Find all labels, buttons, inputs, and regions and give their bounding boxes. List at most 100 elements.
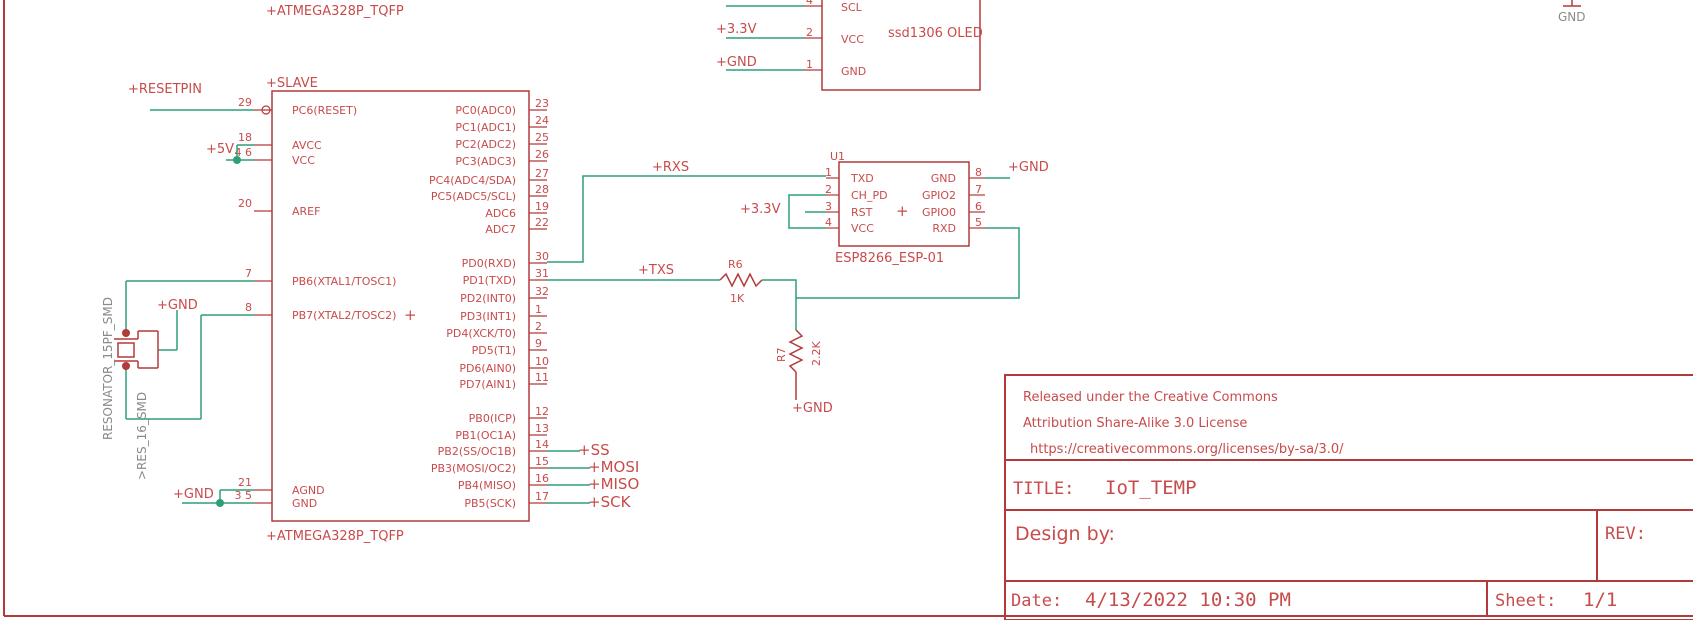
atmega-right-pin-label: PC5(ADC5/SCL) (431, 190, 516, 203)
atmega328p-symbol[interactable]: +ATMEGA328P_TQFP +SLAVE 29PC6(RESET)18AV… (235, 4, 550, 544)
atmega-right-pin-number: 28 (535, 183, 549, 196)
atmega-right-pin-number: 13 (535, 422, 549, 435)
atmega-left-pin-number: 20 (238, 197, 252, 210)
esp-left-pin-number: 2 (825, 183, 832, 196)
net-r7-gnd-label: +GND (792, 401, 833, 416)
oled-name: ssd1306 OLED (888, 26, 983, 41)
atmega-right-pin-number: 26 (535, 148, 549, 161)
atmega-left-pin-label: GND (292, 497, 317, 510)
atmega-right-pin-number: 17 (535, 490, 549, 503)
esp-origin-cross: + (896, 202, 909, 220)
wire-txs-to-esp-rxd[interactable] (762, 227, 1020, 299)
r7-ref: R7 (775, 347, 788, 362)
oled-body (821, 0, 981, 91)
esp-left-pin-label: RST (851, 206, 873, 219)
atmega-left-pin[interactable]: 4 6 VCC (235, 146, 316, 167)
atmega-left-pin-number: 4 6 (235, 146, 253, 159)
net-resetpin-label: +RESETPIN (128, 82, 202, 97)
resistor-r7[interactable]: R7 2.2K (775, 329, 823, 400)
resistor-r6[interactable]: R6 1K (719, 258, 763, 305)
wire-rxs[interactable] (547, 175, 826, 263)
oled-pin-label: GND (841, 65, 866, 78)
date-value: 4/13/2022 10:30 PM (1085, 589, 1291, 611)
atmega-left-pin-label: PC6(RESET) (292, 104, 357, 117)
atmega-right-pin-label: PC4(ADC4/SDA) (429, 174, 516, 187)
oled-pin-number: 2 (806, 26, 813, 39)
atmega-right-pin-number: 14 (535, 438, 549, 451)
atmega-left-pin-number: 29 (238, 96, 252, 109)
atmega-right-pin-number: 31 (535, 267, 549, 280)
net-rxs-label: +RXS (652, 160, 689, 175)
r7-value: 2.2K (810, 341, 823, 366)
esp-left-pin-number: 1 (825, 166, 832, 179)
net-txs-label: +TXS (638, 263, 674, 278)
atmega-right-pin-label: PB0(ICP) (469, 412, 516, 425)
atmega-slave-label: +SLAVE (266, 76, 318, 91)
date-label: Date: (1011, 591, 1062, 611)
atmega-right-pin-number: 12 (535, 405, 549, 418)
esp-left-pin-number: 3 (825, 200, 832, 213)
atmega-left-pin-number: 7 (245, 267, 252, 280)
net-esp-gnd-label: +GND (1008, 160, 1049, 175)
resonator-symbol[interactable]: RESONATOR_15PF_SMD >RES_16_SMD (101, 297, 159, 480)
atmega-left-pin-label: VCC (292, 154, 315, 167)
esp-right-pin-number: 8 (975, 166, 982, 179)
net-oled-3v3-label: +3.3V (716, 22, 757, 37)
esp-left-pin[interactable]: 3 RST (825, 200, 873, 219)
net-sck-label: +SCK (588, 493, 632, 511)
wire-esp-chpd-vcc[interactable] (788, 194, 826, 229)
atmega-right-pin-label: PB3(MOSI/OC2) (431, 462, 516, 475)
atmega-right-pin-number: 22 (535, 216, 549, 229)
title-value: IoT_TEMP (1105, 477, 1197, 499)
atmega-left-pin-number: 18 (238, 131, 252, 144)
atmega-right-pin-number: 9 (535, 337, 542, 350)
resonator-value: >RES_16_SMD (135, 392, 149, 480)
atmega-right-pin-label: PC0(ADC0) (455, 104, 516, 117)
atmega-body (271, 90, 530, 522)
resonator-name: RESONATOR_15PF_SMD (101, 297, 115, 440)
